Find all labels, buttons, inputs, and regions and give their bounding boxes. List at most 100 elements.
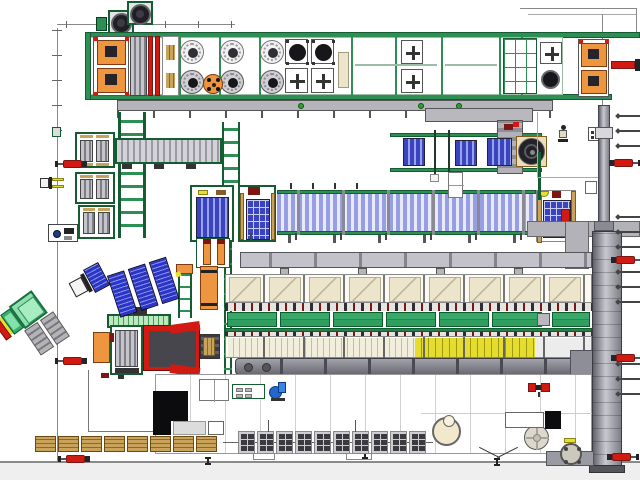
fork-icon	[52, 185, 64, 188]
press-cavity	[149, 331, 196, 367]
survey-mark	[205, 457, 211, 465]
oven-panel	[429, 277, 461, 302]
cross-icon	[316, 80, 331, 83]
oven-row	[225, 274, 592, 304]
transfer-band	[117, 100, 553, 111]
bed-support	[333, 235, 336, 243]
bed-support	[423, 235, 426, 243]
cooling-conveyor	[190, 183, 576, 243]
die-block	[279, 440, 285, 445]
press-drum	[541, 70, 560, 89]
head-bar	[203, 243, 211, 265]
die-block	[317, 440, 323, 445]
transfer-rail	[390, 168, 542, 172]
control-unit	[48, 224, 78, 242]
head-cap	[217, 239, 225, 244]
ibeam-icon	[362, 457, 368, 459]
lamp-top-icon	[561, 125, 566, 130]
loader-head	[105, 74, 117, 85]
die-set	[295, 431, 312, 454]
forklift-loaded	[65, 258, 114, 303]
row-post	[503, 275, 505, 304]
row-post	[463, 275, 465, 304]
press-line	[85, 32, 640, 112]
bed-rail	[277, 190, 536, 194]
marker	[552, 191, 561, 198]
jack-rod	[58, 163, 63, 165]
column-stripe	[201, 303, 217, 306]
die-set	[314, 431, 331, 454]
row-post	[543, 337, 545, 359]
pad-strip	[98, 208, 110, 211]
row-post	[583, 275, 585, 304]
die-block	[355, 446, 361, 451]
frame-post	[448, 130, 450, 176]
die-block	[362, 434, 368, 439]
rung	[121, 198, 143, 201]
roller-pad	[96, 140, 109, 162]
die-set	[257, 431, 274, 454]
gear-core-icon	[228, 48, 238, 58]
wood-pallet	[150, 436, 171, 452]
bed-rail	[277, 231, 536, 235]
band-segment	[552, 312, 590, 327]
die-block	[324, 446, 330, 451]
die-set	[333, 431, 350, 454]
stack-station	[110, 325, 143, 375]
rung	[121, 224, 143, 227]
gear-core-icon	[268, 48, 278, 58]
wood-pallet	[35, 436, 56, 452]
rail	[222, 122, 224, 192]
grate-panel	[503, 38, 537, 94]
jack-wheel-icon	[611, 355, 616, 361]
pump-base	[271, 398, 285, 401]
die-block	[381, 434, 387, 439]
pipe-joint	[500, 359, 503, 376]
orange-turn-disc	[203, 74, 223, 94]
rack-tag	[175, 271, 182, 278]
valve-stem	[538, 392, 540, 397]
die-block	[248, 446, 254, 451]
row-post	[543, 275, 545, 304]
roller-bit	[186, 164, 196, 169]
bolt-icon	[577, 447, 581, 451]
brush	[166, 45, 175, 60]
mid-rail	[355, 64, 437, 66]
roll-icon	[289, 44, 306, 61]
pipe-joint	[544, 359, 547, 376]
turntable-ring-icon	[524, 144, 539, 159]
lamp-body	[559, 130, 567, 138]
gray-unit	[130, 36, 147, 96]
bit	[101, 373, 109, 378]
panel-racks	[106, 250, 189, 321]
bit	[118, 375, 124, 379]
press-band	[225, 311, 592, 328]
marker	[110, 333, 114, 342]
rack-bracket	[615, 113, 640, 149]
valve-mid	[536, 385, 541, 390]
pip	[94, 92, 98, 96]
row-post	[383, 275, 385, 304]
floor-link	[268, 420, 269, 432]
roller-pad	[83, 212, 95, 234]
loader-head	[588, 49, 599, 59]
cure-slats-yellow	[415, 338, 535, 357]
jack-handle-icon	[55, 161, 58, 167]
die-block	[298, 440, 304, 445]
panel-dot	[591, 131, 594, 134]
cross-icon	[290, 80, 305, 83]
gridline-tick	[198, 21, 199, 28]
bracket-tine	[620, 271, 640, 273]
band-dot	[298, 103, 304, 109]
die-set	[371, 431, 388, 454]
grid-pad	[246, 199, 270, 240]
band-supports	[117, 111, 553, 118]
press-divider	[179, 37, 181, 95]
oven-panel	[229, 277, 261, 302]
bed-support	[378, 235, 381, 243]
support-tick	[334, 183, 336, 189]
die-block	[343, 434, 349, 439]
line-rail	[224, 240, 226, 383]
die-block	[298, 434, 304, 439]
